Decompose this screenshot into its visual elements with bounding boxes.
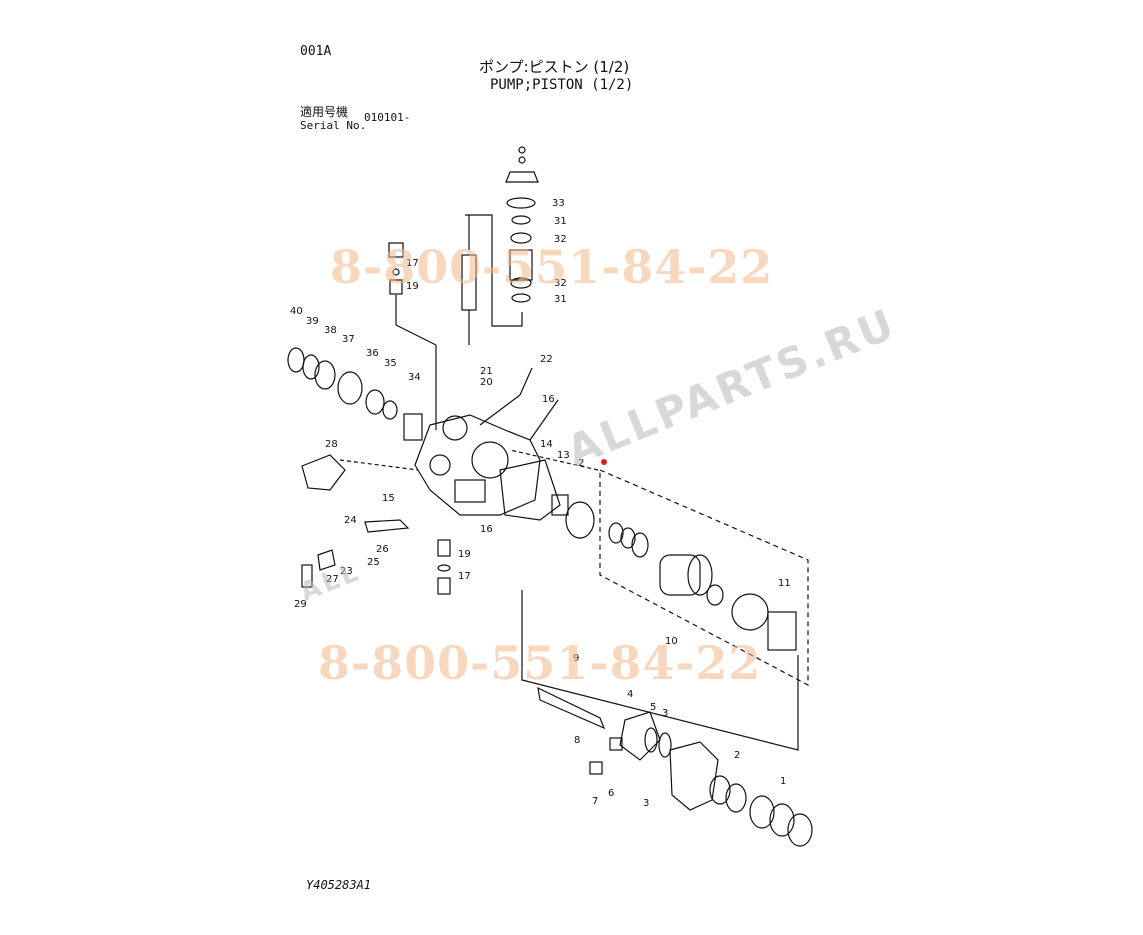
svg-text:25: 25 (367, 557, 380, 568)
svg-text:27: 27 (326, 574, 339, 585)
svg-text:36: 36 (366, 348, 379, 359)
svg-text:24: 24 (344, 515, 357, 526)
title-english: PUMP;PISTON (1/2) (490, 77, 634, 93)
svg-text:32: 32 (554, 278, 567, 289)
serial-label-japanese: 適用号機 (300, 105, 349, 119)
svg-text:7: 7 (592, 796, 598, 807)
svg-text:22: 22 (540, 354, 553, 365)
svg-text:11: 11 (778, 578, 791, 589)
svg-text:28: 28 (325, 439, 338, 450)
svg-text:34: 34 (408, 372, 421, 383)
title-japanese: ポンプ:ピストン (1/2) (479, 58, 630, 76)
svg-text:6: 6 (608, 788, 614, 799)
svg-text:4: 4 (627, 689, 633, 700)
svg-text:16: 16 (480, 524, 493, 535)
svg-text:33: 33 (552, 198, 565, 209)
diagram-linework (287, 146, 813, 847)
svg-text:37: 37 (342, 334, 355, 345)
serial-label-english: Serial No. (300, 119, 367, 132)
watermark-phone-top: 8-800-551-84-22 (330, 240, 774, 294)
page-code: 001A (300, 44, 332, 59)
diagram-reference-code: Y405283A1 (306, 878, 372, 892)
svg-text:31: 31 (554, 294, 567, 305)
svg-text:2: 2 (578, 458, 584, 469)
svg-text:40: 40 (290, 306, 303, 317)
serial-number-value: 010101- (364, 111, 411, 124)
svg-text:2: 2 (734, 750, 740, 761)
svg-text:21: 21 (480, 366, 493, 377)
svg-text:13: 13 (557, 450, 570, 461)
accent-marker (601, 459, 607, 465)
svg-text:31: 31 (554, 216, 567, 227)
svg-text:15: 15 (382, 493, 395, 504)
svg-text:3: 3 (662, 708, 668, 719)
svg-text:10: 10 (665, 636, 678, 647)
svg-text:20: 20 (480, 377, 493, 388)
svg-text:26: 26 (376, 544, 389, 555)
svg-text:32: 32 (554, 234, 567, 245)
svg-text:8: 8 (574, 735, 580, 746)
svg-text:1: 1 (780, 776, 786, 787)
svg-text:39: 39 (306, 316, 319, 327)
svg-text:5: 5 (650, 702, 656, 713)
svg-text:19: 19 (458, 549, 471, 560)
svg-text:35: 35 (384, 358, 397, 369)
svg-text:38: 38 (324, 325, 337, 336)
svg-text:29: 29 (294, 599, 307, 610)
svg-text:17: 17 (406, 258, 419, 269)
svg-text:19: 19 (406, 281, 419, 292)
svg-text:14: 14 (540, 439, 553, 450)
svg-text:17: 17 (458, 571, 471, 582)
svg-text:23: 23 (340, 566, 353, 577)
svg-text:3: 3 (643, 798, 649, 809)
svg-text:16: 16 (542, 394, 555, 405)
watermark-phone-bottom: 8-800-551-84-22 (318, 636, 762, 690)
svg-text:9: 9 (573, 653, 579, 664)
